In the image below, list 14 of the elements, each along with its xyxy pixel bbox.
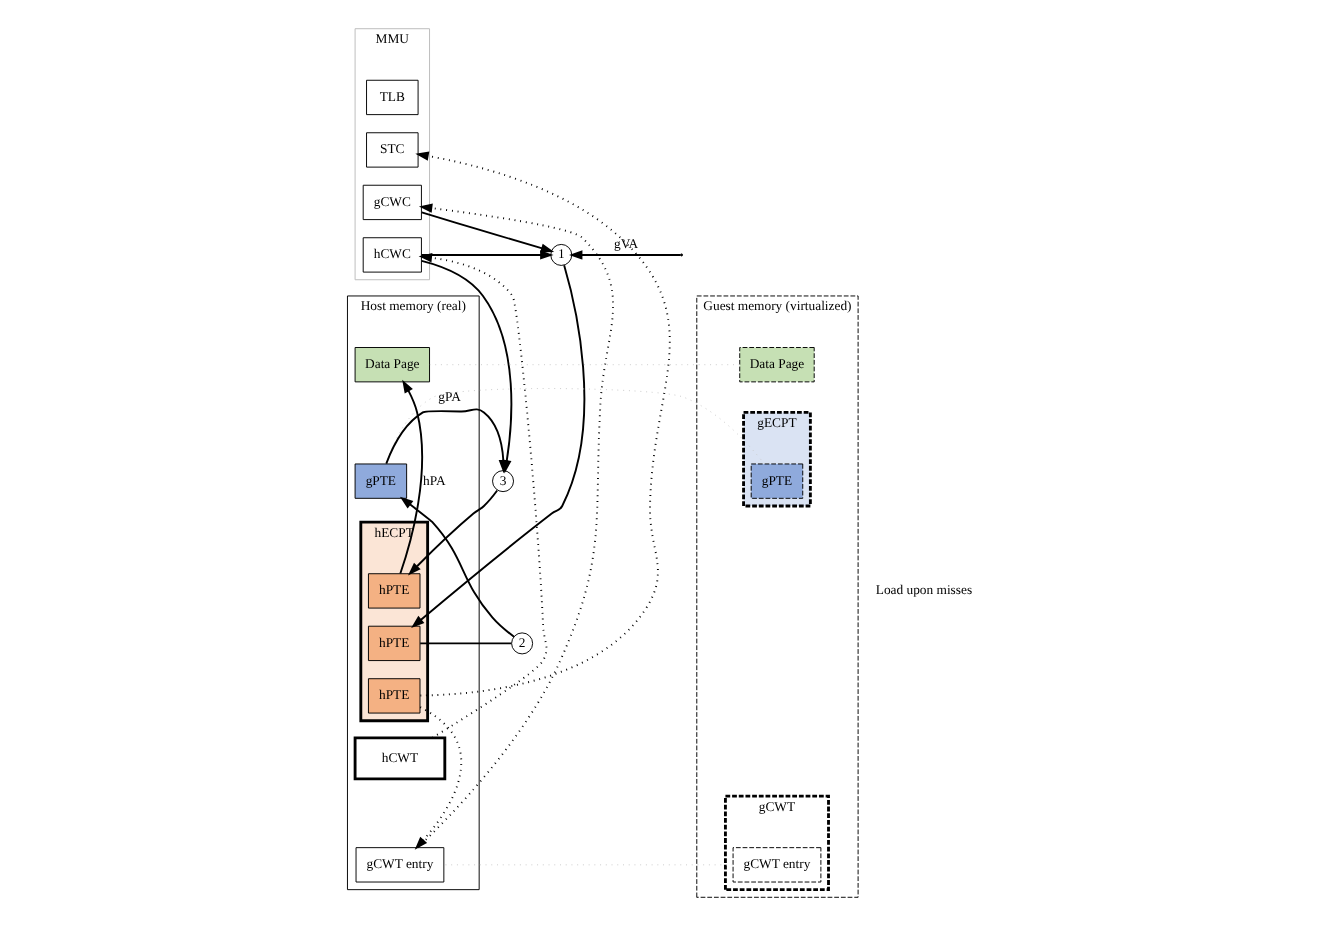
connector: [418, 642, 512, 645]
arrow: [414, 151, 670, 697]
arrow: [410, 264, 585, 629]
arrow: [419, 211, 554, 253]
connector: [384, 388, 764, 465]
arrow: [398, 496, 514, 638]
arrow: [413, 706, 462, 850]
arrow: [568, 250, 681, 260]
arrow: [417, 253, 547, 739]
arrow: [384, 408, 508, 474]
arrow: [419, 250, 553, 260]
arrow: [398, 379, 423, 575]
arrow: [406, 489, 498, 576]
arrow: [415, 203, 613, 849]
